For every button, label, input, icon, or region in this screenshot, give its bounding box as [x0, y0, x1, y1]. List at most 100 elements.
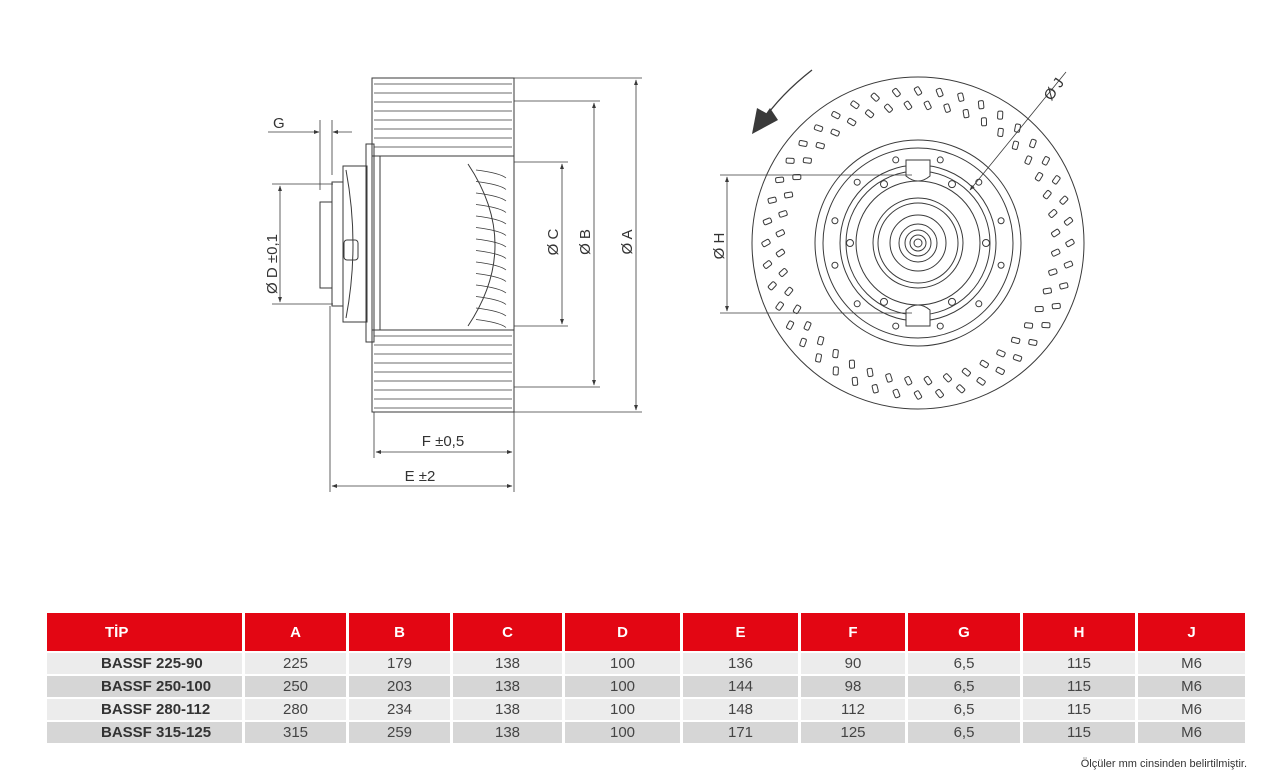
blade-curve: [475, 273, 507, 282]
spec-table: TİP A B C D E F G H J BASSF 225-90 225 1…: [44, 611, 1248, 745]
blade-slot: [775, 176, 785, 184]
header-h: H: [1023, 613, 1135, 651]
blade-slot: [813, 124, 824, 132]
header-g: G: [908, 613, 1020, 651]
label-c: Ø C: [545, 229, 562, 256]
blade-slot: [802, 157, 812, 164]
cell: 100: [565, 653, 680, 674]
cell: 171: [683, 722, 798, 743]
cell: 6,5: [908, 676, 1020, 697]
blade-slot: [762, 260, 773, 269]
label-h: Ø H: [711, 233, 728, 260]
front-dimensions: [720, 71, 1067, 314]
cell: 250: [245, 676, 346, 697]
label-f: F ±0,5: [422, 433, 464, 450]
header-a: A: [245, 613, 346, 651]
blade-curve: [475, 261, 507, 271]
blade-slot: [1010, 336, 1021, 345]
screw-hole: [948, 297, 956, 306]
blade-slot: [1065, 238, 1075, 248]
blade-slot: [1012, 354, 1023, 362]
blade-slot: [799, 337, 807, 348]
blade-slot: [848, 359, 856, 369]
cell: M6: [1138, 699, 1245, 720]
bolt-hole: [975, 300, 983, 308]
blade-slot: [1051, 248, 1061, 257]
blade-slot: [1023, 322, 1034, 329]
blade-slot: [904, 376, 913, 386]
impeller-ribs: [374, 83, 512, 409]
blade-slot: [1048, 268, 1058, 276]
blade-slot: [997, 127, 1004, 138]
bolt-hole: [853, 300, 861, 308]
blade-curve: [475, 284, 507, 294]
blade-slot: [1042, 287, 1052, 295]
blade-slot: [865, 109, 875, 119]
table-header-row: TİP A B C D E F G H J: [47, 613, 1245, 651]
cell-tip: BASSF 250-100: [47, 676, 242, 697]
blade-slot: [775, 229, 786, 238]
blade-slot: [866, 367, 874, 378]
screw-hole: [982, 239, 990, 247]
blade-slot: [815, 353, 822, 363]
cell: 6,5: [908, 699, 1020, 720]
cell: 234: [349, 699, 450, 720]
blade-slot: [995, 366, 1005, 375]
header-c: C: [453, 613, 562, 651]
header-tip: TİP: [47, 613, 242, 651]
cell: 280: [245, 699, 346, 720]
blade-slot: [767, 281, 777, 291]
label-a: Ø A: [619, 229, 636, 254]
cell: 138: [453, 653, 562, 674]
blade-slot: [830, 128, 840, 137]
table-row: BASSF 280-112 280 234 138 100 148 112 6,…: [47, 699, 1245, 720]
bolt-hole: [997, 261, 1005, 269]
front-view: [751, 69, 1085, 410]
blade-slot: [815, 141, 825, 150]
cell: 225: [245, 653, 346, 674]
blade-curve: [475, 204, 507, 213]
blade-slot: [935, 388, 944, 399]
cell: 112: [801, 699, 905, 720]
cell: 203: [349, 676, 450, 697]
screw-hole: [948, 180, 956, 189]
blade-curve: [475, 169, 507, 179]
blade-slot: [762, 217, 773, 226]
cell: 115: [1023, 699, 1135, 720]
header-e: E: [683, 613, 798, 651]
cell-tip: BASSF 315-125: [47, 722, 242, 743]
header-f: F: [801, 613, 905, 651]
label-g: G: [273, 115, 285, 132]
impeller-blade-slots: [761, 86, 1075, 400]
blade-slot: [775, 248, 786, 258]
blade-slot: [913, 390, 923, 400]
blade-slot: [923, 375, 933, 386]
blade-slot: [976, 377, 986, 386]
blade-slot: [1029, 138, 1037, 149]
blade-slot: [943, 103, 951, 113]
bolt-hole: [892, 156, 900, 164]
blade-slot: [913, 86, 923, 96]
blade-slot: [997, 110, 1004, 120]
blade-slot: [980, 117, 988, 127]
blade-slot: [1048, 209, 1058, 218]
blade-slot: [761, 238, 771, 248]
header-b: B: [349, 613, 450, 651]
cell: M6: [1138, 653, 1245, 674]
label-b: Ø B: [577, 229, 594, 255]
table-row: BASSF 315-125 315 259 138 100 171 125 6,…: [47, 722, 1245, 743]
table-row: BASSF 250-100 250 203 138 100 144 98 6,5…: [47, 676, 1245, 697]
blade-slot: [851, 376, 859, 386]
cell: 138: [453, 676, 562, 697]
blade-curve: [475, 227, 507, 236]
blade-slot: [831, 111, 841, 120]
blade-slot: [943, 373, 952, 383]
blade-slot: [892, 87, 901, 98]
bolt-hole: [997, 217, 1005, 225]
blade-slot: [784, 286, 794, 296]
cell: 100: [565, 699, 680, 720]
blade-slot: [783, 191, 794, 199]
blade-slot: [778, 210, 788, 218]
bolt-hole: [831, 217, 839, 225]
blade-slot: [786, 320, 795, 330]
